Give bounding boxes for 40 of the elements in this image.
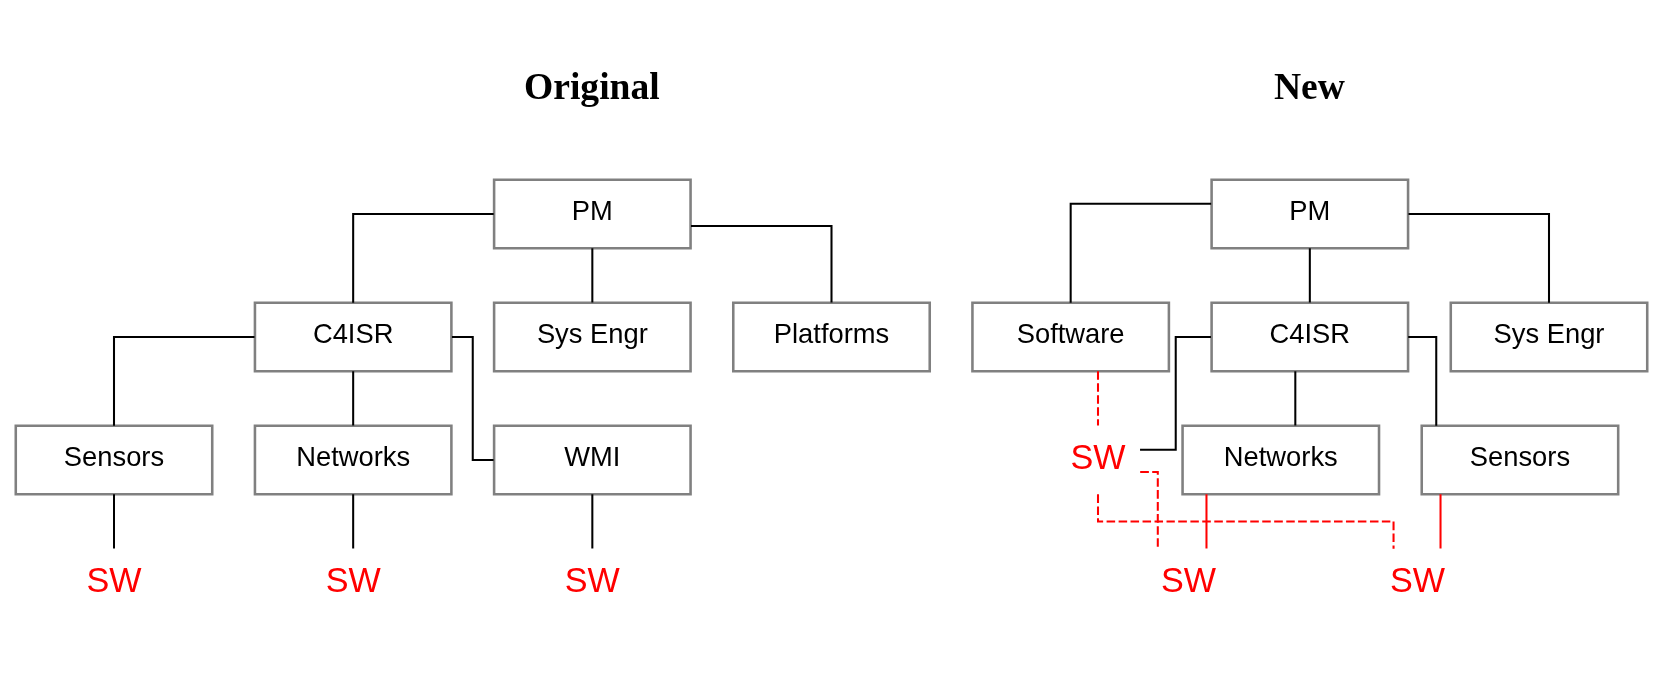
node-box: C4ISR [1210, 301, 1410, 373]
connector [1408, 335, 1438, 426]
label: New [1273, 65, 1345, 107]
node-text: SW [86, 560, 142, 599]
node-box: Sys Engr [1449, 301, 1649, 373]
node-text: SW [1161, 560, 1217, 599]
node-box: Software [971, 301, 1171, 373]
connector [352, 494, 355, 549]
node-box: Sys Engr [492, 301, 692, 373]
connector [112, 494, 116, 549]
connector [1140, 470, 1159, 549]
node-box: Networks [253, 424, 453, 496]
connector [591, 494, 594, 549]
node-box: WMI [492, 424, 692, 496]
connector [1096, 371, 1100, 426]
connector [1140, 335, 1211, 451]
connector [1069, 202, 1212, 303]
connector [1294, 371, 1297, 426]
connector [1096, 494, 1395, 549]
connector [1439, 494, 1442, 549]
connector [352, 212, 494, 303]
connector [1308, 248, 1311, 303]
node-text: SW [1389, 560, 1445, 599]
label: Original [524, 65, 660, 107]
node-box: PM [492, 178, 692, 250]
node-box: PM [1210, 178, 1410, 250]
node-box: Platforms [732, 301, 931, 373]
connector [352, 371, 355, 426]
node-text: SW [564, 560, 620, 599]
node-text: SW [1070, 437, 1126, 476]
connector [591, 248, 594, 303]
connector [1205, 494, 1208, 549]
node-box: Networks [1181, 424, 1381, 496]
connector [1408, 212, 1551, 303]
connector [691, 224, 833, 303]
node-box: Sensors [14, 424, 214, 496]
connector [112, 335, 255, 426]
node-text: SW [325, 560, 381, 599]
node-box: Sensors [1420, 424, 1620, 496]
node-box: C4ISR [253, 301, 453, 373]
